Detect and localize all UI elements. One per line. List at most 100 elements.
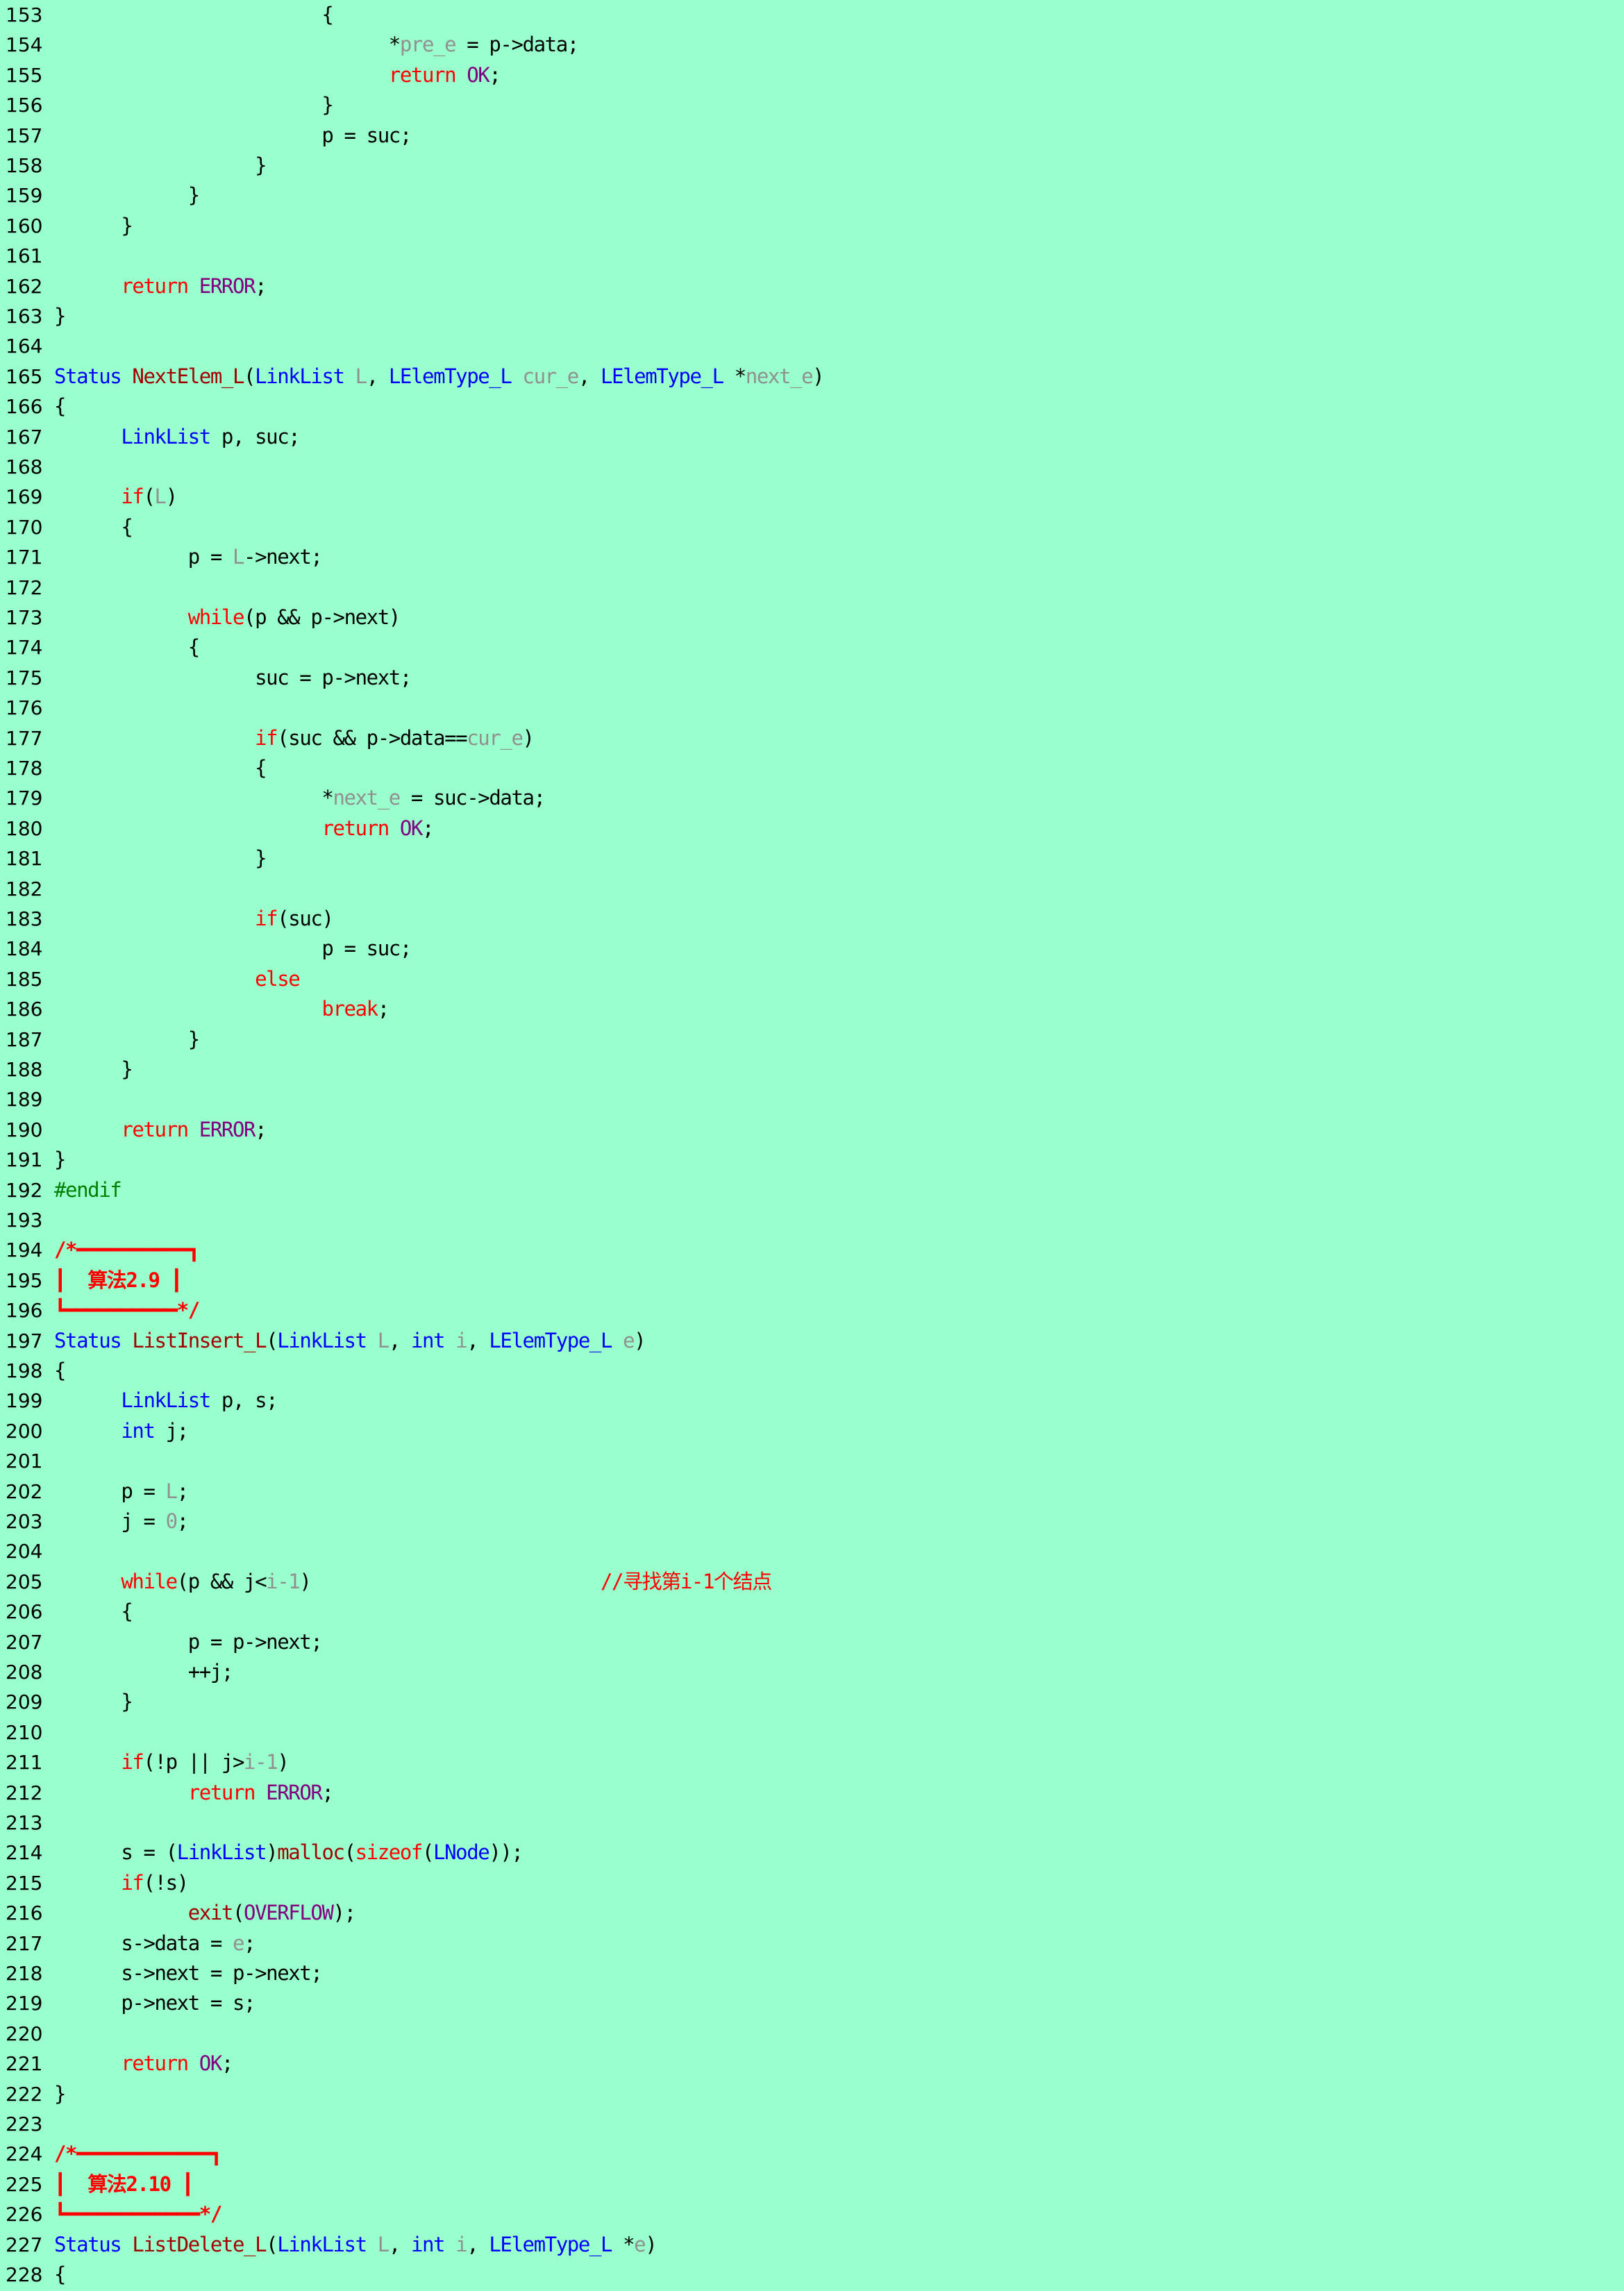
code-token <box>54 63 389 87</box>
code-token: while <box>121 1569 178 1593</box>
code-line[interactable]: 173 while(p && p->next) <box>0 603 1624 632</box>
code-line[interactable]: 159 } <box>0 181 1624 210</box>
code-line[interactable]: 211 if(!p || j>i-1) <box>0 1747 1624 1777</box>
code-line[interactable]: 174 { <box>0 632 1624 662</box>
code-line[interactable]: 204 <box>0 1536 1624 1566</box>
code-line[interactable]: 188 } <box>0 1055 1624 1084</box>
code-line[interactable]: 190 return ERROR; <box>0 1115 1624 1145</box>
code-line[interactable]: 213 <box>0 1808 1624 1838</box>
code-line[interactable]: 214 s = (LinkList)malloc(sizeof(LNode)); <box>0 1838 1624 1868</box>
code-text: Status ListInsert_L(LinkList L, int i, L… <box>54 1326 646 1356</box>
code-line[interactable]: 185 else <box>0 964 1624 994</box>
code-line[interactable]: 209 } <box>0 1687 1624 1717</box>
code-line[interactable]: 220 <box>0 2019 1624 2049</box>
code-line[interactable]: 193 <box>0 1205 1624 1235</box>
code-line[interactable]: 162 return ERROR; <box>0 271 1624 301</box>
code-text: return ERROR; <box>54 271 267 301</box>
code-line[interactable]: 199 LinkList p, s; <box>0 1386 1624 1416</box>
code-token: * <box>54 33 401 57</box>
code-text: ┃ 算法2.10 ┃ <box>54 2170 194 2199</box>
code-line[interactable]: 221 return OK; <box>0 2049 1624 2079</box>
line-number: 187 <box>6 1027 43 1051</box>
code-line[interactable]: 154 *pre_e = p->data; <box>0 30 1624 60</box>
code-line[interactable]: 179 *next_e = suc->data; <box>0 783 1624 813</box>
code-line[interactable]: 161 <box>0 241 1624 271</box>
code-line[interactable]: 216 exit(OVERFLOW); <box>0 1898 1624 1928</box>
code-line[interactable]: 210 <box>0 1718 1624 1747</box>
code-line[interactable]: 169 if(L) <box>0 482 1624 512</box>
code-line[interactable]: 170 { <box>0 512 1624 542</box>
code-line[interactable]: 168 <box>0 452 1624 482</box>
code-token: if <box>121 485 144 509</box>
code-line[interactable]: 225┃ 算法2.10 ┃ <box>0 2170 1624 2199</box>
code-line[interactable]: 217 s->data = e; <box>0 1929 1624 1958</box>
code-line[interactable]: 182 <box>0 874 1624 904</box>
code-line[interactable]: 192#endif <box>0 1175 1624 1205</box>
code-line[interactable]: 158 } <box>0 151 1624 181</box>
code-line[interactable]: 222} <box>0 2079 1624 2109</box>
code-line[interactable]: 160 } <box>0 211 1624 241</box>
code-token <box>444 1329 455 1352</box>
code-line[interactable]: 175 suc = p->next; <box>0 663 1624 693</box>
code-line[interactable]: 164 <box>0 331 1624 361</box>
code-line[interactable]: 163} <box>0 301 1624 331</box>
line-number: 175 <box>6 666 43 689</box>
code-line[interactable]: 196┗━━━━━━━━━━*/ <box>0 1295 1624 1325</box>
line-number: 156 <box>6 94 43 117</box>
code-line[interactable]: 212 return ERROR; <box>0 1778 1624 1808</box>
code-line[interactable]: 183 if(suc) <box>0 904 1624 934</box>
code-token <box>54 1419 121 1443</box>
code-token: p = p->next; <box>54 1629 323 1654</box>
code-line[interactable]: 223 <box>0 2109 1624 2139</box>
line-number: 194 <box>6 1239 43 1262</box>
code-token: return <box>187 1780 256 1804</box>
code-line[interactable]: 176 <box>0 693 1624 723</box>
code-line[interactable]: 215 if(!s) <box>0 1868 1624 1898</box>
code-line[interactable]: 178 { <box>0 753 1624 783</box>
code-line[interactable]: 166{ <box>0 392 1624 421</box>
code-line[interactable]: 219 p->next = s; <box>0 1988 1624 2018</box>
code-line[interactable]: 184 p = suc; <box>0 934 1624 964</box>
code-line[interactable]: 172 <box>0 573 1624 603</box>
code-line[interactable]: 208 ++j; <box>0 1657 1624 1687</box>
code-line[interactable]: 203 j = 0; <box>0 1507 1624 1536</box>
code-token: ) <box>266 1840 278 1865</box>
code-line[interactable]: 207 p = p->next; <box>0 1627 1624 1657</box>
code-line[interactable]: 180 return OK; <box>0 814 1624 844</box>
code-line[interactable]: 189 <box>0 1084 1624 1114</box>
code-line[interactable]: 181 } <box>0 844 1624 873</box>
code-line[interactable]: 226┗━━━━━━━━━━━━*/ <box>0 2199 1624 2229</box>
code-line[interactable]: 206 { <box>0 1597 1624 1627</box>
code-line[interactable]: 205 while(p && j<i-1) //寻找第i-1个结点 <box>0 1567 1624 1597</box>
code-token: ; <box>176 1479 189 1503</box>
code-line[interactable]: 201 <box>0 1446 1624 1476</box>
code-line[interactable]: 195┃ 算法2.9 ┃ <box>0 1266 1624 1295</box>
code-token <box>389 816 400 840</box>
code-line[interactable]: 187 } <box>0 1025 1624 1055</box>
code-line[interactable]: 191} <box>0 1145 1624 1175</box>
code-line[interactable]: 218 s->next = p->next; <box>0 1958 1624 1988</box>
code-line[interactable]: 177 if(suc && p->data==cur_e) <box>0 723 1624 753</box>
code-line[interactable]: 186 break; <box>0 994 1624 1024</box>
code-line[interactable]: 228{ <box>0 2260 1624 2290</box>
code-text: { <box>54 753 267 783</box>
code-line[interactable]: 202 p = L; <box>0 1477 1624 1507</box>
code-line[interactable]: 198{ <box>0 1356 1624 1386</box>
code-line[interactable]: 153 { <box>0 0 1624 30</box>
code-line[interactable]: 157 p = suc; <box>0 121 1624 151</box>
code-line[interactable]: 167 LinkList p, suc; <box>0 422 1624 452</box>
code-line[interactable]: 200 int j; <box>0 1416 1624 1446</box>
code-text: LinkList p, s; <box>54 1386 278 1416</box>
line-number: 214 <box>6 1841 43 1865</box>
code-line[interactable]: 156 } <box>0 90 1624 120</box>
code-line[interactable]: 171 p = L->next; <box>0 542 1624 572</box>
code-line[interactable]: 224/*━━━━━━━━━━━━┓ <box>0 2139 1624 2169</box>
code-line[interactable]: 194/*━━━━━━━━━━┓ <box>0 1235 1624 1265</box>
code-token: (!s) <box>143 1870 189 1895</box>
code-token: LElemType_L <box>489 1328 612 1352</box>
code-line[interactable]: 155 return OK; <box>0 60 1624 90</box>
